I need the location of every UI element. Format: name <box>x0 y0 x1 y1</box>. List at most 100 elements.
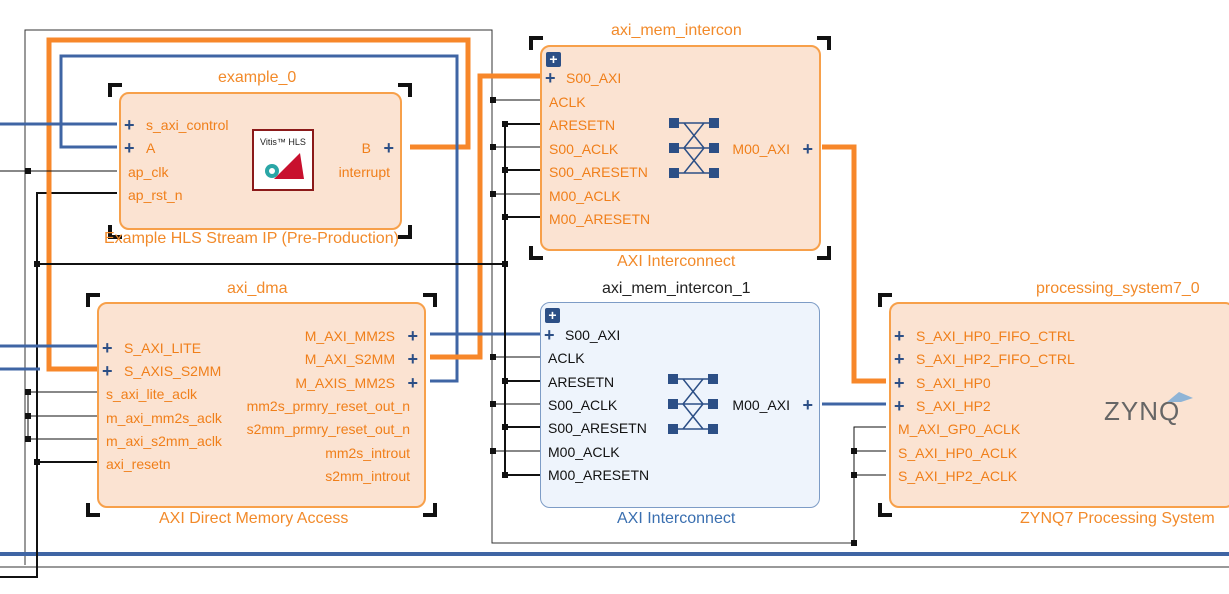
expand-interface-icon[interactable]: + <box>124 115 135 135</box>
pin-s2mm-introut[interactable]: s2mm_introut <box>325 468 410 484</box>
expand-interface-icon[interactable]: + <box>544 325 555 345</box>
expand-interface-icon[interactable]: + <box>894 326 905 346</box>
pin-mm2s-prmry-reset-out-n[interactable]: mm2s_prmry_reset_out_n <box>246 398 410 414</box>
expand-interface-icon[interactable]: + <box>894 349 905 369</box>
zynq-logo-mark <box>1167 392 1193 402</box>
crossbar-icon <box>668 374 718 434</box>
pin-m-axi-s2mm[interactable]: M_AXI_S2MM <box>304 351 395 367</box>
expand-interface-icon[interactable]: + <box>894 373 905 393</box>
pin-m00-axi[interactable]: M00_AXI <box>732 397 790 413</box>
expand-interface-icon[interactable]: + <box>407 373 418 393</box>
pin-a[interactable]: A <box>146 140 156 156</box>
pin-s00-aclk[interactable]: S00_ACLK <box>549 141 619 157</box>
selection-corner <box>817 36 831 50</box>
pin-axi-resetn[interactable]: axi_resetn <box>106 456 171 472</box>
expand-interface-icon[interactable]: + <box>124 138 135 158</box>
expand-interface-icon[interactable]: + <box>407 326 418 346</box>
crossbar-icon <box>669 118 719 178</box>
expand-interface-icon[interactable]: + <box>802 139 813 159</box>
pin-m-axi-mm2s[interactable]: M_AXI_MM2S <box>304 328 395 344</box>
pin-s2mm-prmry-reset-out-n[interactable]: s2mm_prmry_reset_out_n <box>246 421 410 437</box>
vitis-hls-logo-text: Vitis™ HLS <box>260 137 306 147</box>
pin-s-axi-lite-aclk[interactable]: s_axi_lite_aclk <box>106 386 198 402</box>
pin-m00-aclk[interactable]: M00_ACLK <box>548 444 620 460</box>
expand-hierarchy-button[interactable]: + <box>546 52 561 67</box>
expand-interface-icon[interactable]: + <box>545 68 556 88</box>
pin-m00-axi[interactable]: M00_AXI <box>732 141 790 157</box>
axi-mem-intercon-1-description: AXI Interconnect <box>617 510 736 527</box>
selection-corner <box>86 293 100 307</box>
selection-corner <box>529 246 543 260</box>
selection-corner <box>529 36 543 50</box>
processing-system7-0-instance-name: processing_system7_0 <box>1036 280 1200 297</box>
expand-interface-icon[interactable]: + <box>894 396 905 416</box>
pin-m-axis-mm2s[interactable]: M_AXIS_MM2S <box>295 375 395 391</box>
expand-interface-icon[interactable]: + <box>102 338 113 358</box>
axi-dma-description: AXI Direct Memory Access <box>159 510 349 527</box>
expand-interface-icon[interactable]: + <box>802 395 813 415</box>
axi-mem-intercon-block[interactable]: + + S00_AXI ACLK ARESETN S00_ACLK S00_AR… <box>540 45 821 251</box>
reset-wire <box>0 192 117 578</box>
m-axi-s2mm-wire <box>430 73 540 360</box>
selection-corner <box>398 225 412 239</box>
vitis-hls-graphic <box>265 153 304 179</box>
pin-s00-axi[interactable]: S00_AXI <box>566 70 622 86</box>
hierarchy-outline <box>24 29 854 565</box>
pin-m-axi-gp0-aclk[interactable]: M_AXI_GP0_ACLK <box>898 421 1021 437</box>
selection-corner <box>108 225 122 239</box>
selection-corner <box>86 503 100 517</box>
vitis-hls-logo: Vitis™ HLS <box>252 129 314 191</box>
pin-s00-aresetn[interactable]: S00_ARESETN <box>548 420 647 436</box>
example-0-block[interactable]: + s_axi_control + A ap_clk ap_rst_n B + … <box>119 92 402 230</box>
example-0-description: Example HLS Stream IP (Pre-Production) <box>104 230 399 247</box>
pin-aclk[interactable]: ACLK <box>548 350 585 366</box>
processing-system7-0-description: ZYNQ7 Processing System <box>1020 510 1215 527</box>
pin-aclk[interactable]: ACLK <box>549 94 586 110</box>
pin-b[interactable]: B <box>361 140 371 156</box>
pin-ap-rst-n[interactable]: ap_rst_n <box>128 187 183 203</box>
pin-ap-clk[interactable]: ap_clk <box>128 164 169 180</box>
axi-dma-instance-name: axi_dma <box>227 280 288 297</box>
selection-corner <box>878 293 892 307</box>
pin-s00-axi[interactable]: S00_AXI <box>565 327 621 343</box>
zynq-logo: ZYNQ <box>1104 396 1181 426</box>
pin-s-axi-hp0-aclk[interactable]: S_AXI_HP0_ACLK <box>898 445 1018 461</box>
pin-m-axi-s2mm-aclk[interactable]: m_axi_s2mm_aclk <box>106 433 222 449</box>
m00-axi-hp0-wire <box>822 144 886 384</box>
pin-s-axi-hp2[interactable]: S_AXI_HP2 <box>916 398 991 414</box>
axi-dma-block[interactable]: + S_AXI_LITE + S_AXIS_S2MM s_axi_lite_ac… <box>97 302 426 508</box>
expand-interface-icon[interactable]: + <box>383 138 394 158</box>
processing-system7-0-block[interactable]: + S_AXI_HP0_FIFO_CTRL + S_AXI_HP2_FIFO_C… <box>889 302 1229 508</box>
axi-mem-intercon-1-instance-name: axi_mem_intercon_1 <box>602 280 751 297</box>
pin-s00-aresetn[interactable]: S00_ARESETN <box>549 164 648 180</box>
selection-corner <box>817 246 831 260</box>
expand-interface-icon[interactable]: + <box>407 349 418 369</box>
pin-aresetn[interactable]: ARESETN <box>548 374 615 390</box>
pin-s-axis-s2mm[interactable]: S_AXIS_S2MM <box>124 363 222 379</box>
selection-corner <box>878 503 892 517</box>
pin-m-axi-mm2s-aclk[interactable]: m_axi_mm2s_aclk <box>106 410 222 426</box>
pin-m00-aclk[interactable]: M00_ACLK <box>549 188 621 204</box>
axi-mem-intercon-1-block[interactable]: + + S00_AXI ACLK ARESETN S00_ACLK S00_AR… <box>540 302 820 508</box>
pin-s-axi-hp2-fifo-ctrl[interactable]: S_AXI_HP2_FIFO_CTRL <box>916 351 1075 367</box>
pin-interrupt[interactable]: interrupt <box>338 164 390 180</box>
pin-m00-aresetn[interactable]: M00_ARESETN <box>549 211 651 227</box>
selection-corner <box>398 83 412 97</box>
pin-s-axi-hp0-fifo-ctrl[interactable]: S_AXI_HP0_FIFO_CTRL <box>916 328 1075 344</box>
pin-mm2s-introut[interactable]: mm2s_introut <box>325 445 410 461</box>
pin-s-axi-hp2-aclk[interactable]: S_AXI_HP2_ACLK <box>898 468 1018 484</box>
pin-m00-aresetn[interactable]: M00_ARESETN <box>548 467 650 483</box>
pin-s-axi-hp0[interactable]: S_AXI_HP0 <box>916 375 991 391</box>
pin-s00-aclk[interactable]: S00_ACLK <box>548 397 618 413</box>
selection-corner <box>108 83 122 97</box>
pin-aresetn[interactable]: ARESETN <box>549 117 616 133</box>
axi-mem-intercon-instance-name: axi_mem_intercon <box>611 22 742 39</box>
axis-mm2s-wire <box>59 54 459 383</box>
selection-corner <box>423 293 437 307</box>
expand-hierarchy-button[interactable]: + <box>545 308 560 323</box>
expand-interface-icon[interactable]: + <box>102 361 113 381</box>
pin-s-axi-lite[interactable]: S_AXI_LITE <box>124 340 202 356</box>
pin-s-axi-control[interactable]: s_axi_control <box>146 117 229 133</box>
